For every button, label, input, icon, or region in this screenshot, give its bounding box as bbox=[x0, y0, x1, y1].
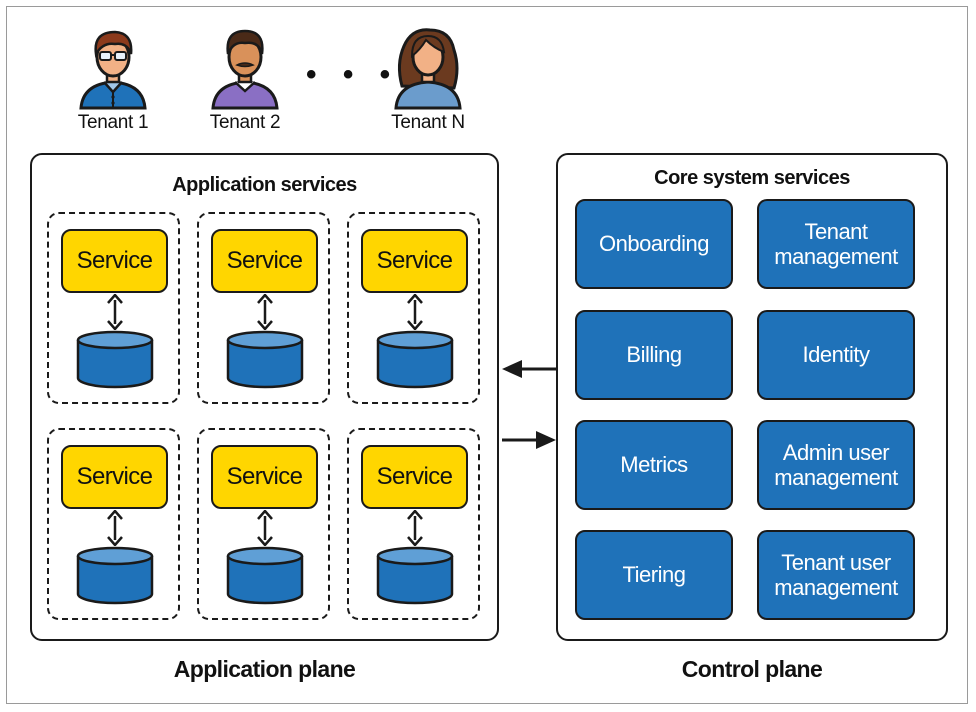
tenant-1: Tenant 1 bbox=[58, 24, 168, 134]
core-system-services-title: Core system services bbox=[654, 167, 850, 189]
tenant-1-avatar-icon bbox=[79, 30, 147, 110]
database-icon bbox=[376, 546, 454, 605]
database-icon bbox=[376, 330, 454, 389]
tenant-n-label: Tenant N bbox=[391, 112, 465, 133]
tenant-2-label: Tenant 2 bbox=[209, 112, 281, 133]
service-box: Service bbox=[211, 229, 318, 293]
more-tenants-ellipsis: • • • bbox=[306, 58, 400, 91]
bidirectional-arrow-icon bbox=[407, 294, 423, 330]
bidirectional-arrow-icon bbox=[107, 510, 123, 546]
bidirectional-arrow-icon bbox=[257, 510, 273, 546]
admin-user-management-service: Admin user management bbox=[757, 420, 915, 510]
control-to-application-arrow-icon bbox=[502, 360, 556, 378]
service-box: Service bbox=[61, 445, 168, 509]
billing-service: Billing bbox=[575, 310, 733, 400]
tenant-2: Tenant 2 bbox=[190, 24, 300, 134]
database-icon bbox=[226, 330, 304, 389]
control-plane-caption: Control plane bbox=[681, 656, 823, 682]
service-box: Service bbox=[211, 445, 318, 509]
service-cell-2: Service bbox=[197, 212, 330, 404]
onboarding-service: Onboarding bbox=[575, 199, 733, 289]
application-plane-caption: Application plane bbox=[173, 656, 356, 682]
tenant-n-avatar-icon bbox=[394, 28, 462, 110]
tenant-2-avatar-icon bbox=[211, 29, 279, 110]
service-cell-6: Service bbox=[347, 428, 480, 620]
service-box: Service bbox=[61, 229, 168, 293]
service-box: Service bbox=[361, 445, 468, 509]
service-cell-1: Service bbox=[47, 212, 180, 404]
tenant-1-label: Tenant 1 bbox=[77, 112, 149, 133]
database-icon bbox=[226, 546, 304, 605]
metrics-service: Metrics bbox=[575, 420, 733, 510]
bidirectional-arrow-icon bbox=[107, 294, 123, 330]
service-cell-3: Service bbox=[347, 212, 480, 404]
figure-frame bbox=[6, 6, 968, 704]
tenant-management-service: Tenant management bbox=[757, 199, 915, 289]
application-to-control-arrow-icon bbox=[502, 431, 556, 449]
application-services-title: Application services bbox=[172, 174, 357, 196]
tiering-service: Tiering bbox=[575, 530, 733, 620]
database-icon bbox=[76, 330, 154, 389]
tenant-user-management-service: Tenant user management bbox=[757, 530, 915, 620]
service-cell-5: Service bbox=[197, 428, 330, 620]
database-icon bbox=[76, 546, 154, 605]
identity-service: Identity bbox=[757, 310, 915, 400]
tenant-n: Tenant N bbox=[373, 24, 483, 134]
bidirectional-arrow-icon bbox=[407, 510, 423, 546]
service-box: Service bbox=[361, 229, 468, 293]
bidirectional-arrow-icon bbox=[257, 294, 273, 330]
service-cell-4: Service bbox=[47, 428, 180, 620]
